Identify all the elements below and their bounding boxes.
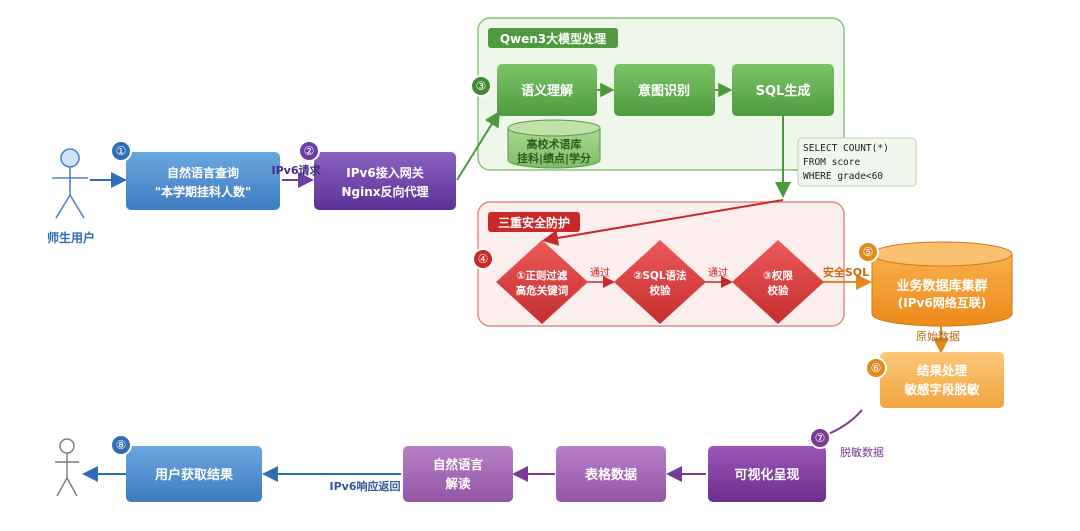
result-line1: 结果处理	[917, 363, 968, 378]
interpret-line1: 自然语言	[433, 457, 484, 472]
step-4-number: ④	[478, 252, 489, 266]
step-badge-3: ③	[470, 75, 492, 97]
result-line2: 敏感字段脱敏	[903, 382, 980, 397]
check1-diamond	[496, 240, 588, 324]
interpret-box	[403, 446, 513, 502]
semantic-label: 语义理解	[521, 83, 573, 99]
interpret-line2: 解读	[445, 476, 471, 491]
user-icon	[52, 148, 88, 219]
llm-title-box	[488, 28, 618, 48]
semantic-box	[497, 64, 597, 116]
ipv6-request-label: IPv6请求	[272, 163, 322, 177]
safe-sql-label: 安全SQL	[823, 265, 869, 279]
step-badge-6: ⑥	[865, 357, 887, 379]
check3-line1: ③权限	[763, 269, 793, 282]
step-badge-8: ⑧	[110, 434, 132, 456]
check3-diamond	[732, 240, 824, 324]
check2-line2: 校验	[650, 284, 671, 297]
security-title-box	[488, 212, 580, 232]
step-badge-5: ⑤	[857, 241, 879, 263]
sql-box	[732, 64, 834, 116]
raw-data-label: 原始数据	[916, 329, 960, 343]
visual-box	[708, 446, 826, 502]
gateway-line2: Nginx反向代理	[341, 184, 428, 199]
table-label: 表格数据	[584, 467, 637, 483]
check2-diamond	[614, 240, 706, 324]
step-3-number: ③	[476, 79, 487, 93]
result-box	[880, 352, 1004, 408]
arrow-gateway-to-llm	[456, 110, 501, 181]
final-box	[126, 446, 262, 502]
step-1-number: ①	[116, 144, 127, 158]
sql-code-line2: FROM score	[803, 157, 860, 168]
security-title: 三重安全防护	[498, 215, 570, 230]
visual-label: 可视化呈现	[734, 467, 799, 483]
check2-line1: ②SQL语法	[633, 269, 687, 282]
gateway-box	[314, 152, 456, 210]
step-2-number: ②	[304, 144, 315, 158]
database-line1: 业务数据库集群	[896, 278, 987, 294]
step-badge-1: ①	[110, 140, 132, 162]
final-user-icon	[55, 438, 79, 497]
step-badge-7: ⑦	[809, 427, 831, 449]
sql-code-line1: SELECT COUNT(*)	[803, 143, 889, 154]
step-7-number: ⑦	[815, 431, 826, 445]
intent-label: 意图识别	[638, 83, 690, 99]
term-database-icon	[507, 119, 601, 169]
step-5-number: ⑤	[863, 245, 874, 259]
gateway-line1: IPv6接入网关	[346, 165, 423, 180]
term-db-line2: 挂科|绩点|学分	[517, 151, 591, 165]
arrow-sql-to-security	[542, 199, 784, 246]
pass2-label: 通过	[708, 266, 728, 279]
sql-code-line3: WHERE grade<60	[803, 171, 883, 182]
query-line2: "本学期挂科人数"	[155, 184, 252, 199]
step-6-number: ⑥	[871, 361, 882, 375]
database-line2: (IPv6网络互联)	[898, 295, 986, 310]
term-db-line1: 高校术语库	[527, 137, 582, 151]
sql-code-box	[797, 137, 917, 187]
step-badge-4: ④	[472, 248, 494, 270]
step-8-number: ⑧	[116, 438, 127, 452]
intent-box	[614, 64, 715, 116]
final-label: 用户获取结果	[154, 467, 233, 483]
query-line1: 自然语言查询	[167, 165, 239, 180]
check1-line1: ①正则过滤	[517, 269, 568, 282]
check1-line2: 高危关键词	[516, 284, 569, 297]
check3-line2: 校验	[768, 284, 789, 297]
ipv6-response-label: IPv6响应返回	[330, 479, 401, 493]
pass1-label: 通过	[590, 266, 610, 279]
masked-data-label: 脱敏数据	[840, 445, 884, 459]
step-badge-2: ②	[298, 140, 320, 162]
sql-label: SQL生成	[756, 83, 811, 99]
query-box	[126, 152, 280, 210]
llm-title: Qwen3大模型处理	[500, 31, 606, 46]
business-database-icon	[871, 241, 1013, 327]
user-label: 师生用户	[47, 230, 95, 245]
table-box	[556, 446, 666, 502]
